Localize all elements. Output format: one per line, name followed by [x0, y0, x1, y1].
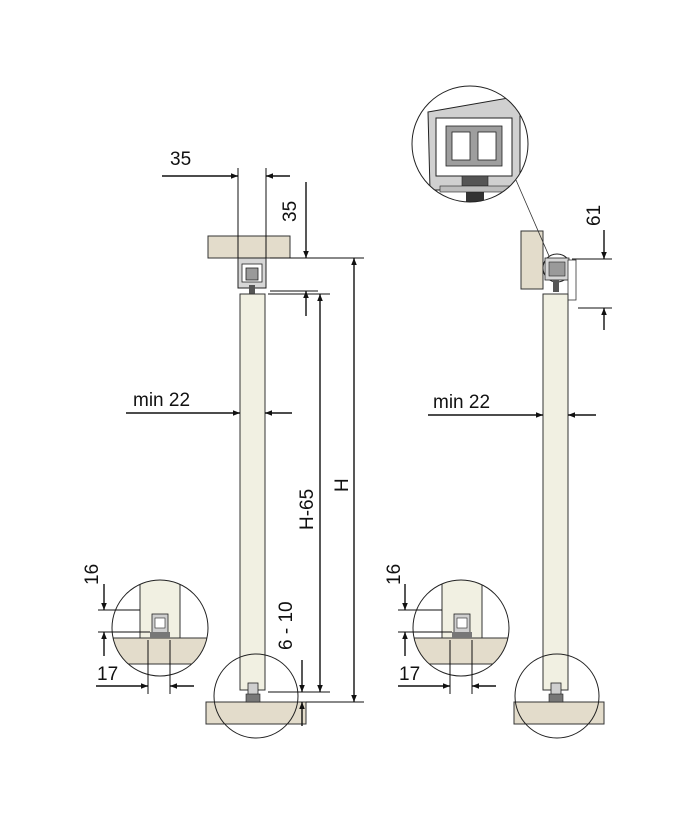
dim-side-height: 61	[584, 205, 605, 226]
dim-guide-height-right: 16	[384, 564, 405, 585]
ceiling-block	[207, 235, 291, 259]
dim-guide-height: 16	[82, 564, 103, 585]
dim-top-width: 35	[170, 149, 191, 170]
dim-gap: 6 - 10	[276, 601, 297, 650]
dim-height-minus: H-65	[297, 489, 318, 530]
bottom-detail-circle-right	[514, 653, 600, 739]
door-panel	[239, 293, 266, 691]
top-track	[237, 257, 267, 294]
right-view: 61 min 22 16 17	[384, 85, 612, 739]
dim-min-thickness-right: min 22	[433, 392, 490, 413]
dim-guide-width: 17	[97, 664, 118, 685]
bottom-guide	[245, 682, 261, 703]
bottom-detail-circle	[213, 653, 299, 739]
dim-guide-width-right: 17	[399, 664, 420, 685]
dim-min-thickness: min 22	[133, 390, 190, 411]
door-panel-right	[542, 293, 569, 691]
guide-detail-left	[111, 579, 209, 677]
guide-detail-right	[412, 579, 510, 677]
dim-total-height: H	[332, 478, 353, 492]
side-track	[542, 253, 577, 301]
floor-block	[205, 701, 307, 725]
wall-bracket	[520, 230, 544, 290]
dim-top-height: 35	[280, 201, 301, 222]
left-view: 35 35 H H-65 6 - 10 min 22 16	[82, 149, 364, 739]
track-detail-top	[411, 85, 550, 257]
bottom-guide-right	[548, 682, 564, 703]
